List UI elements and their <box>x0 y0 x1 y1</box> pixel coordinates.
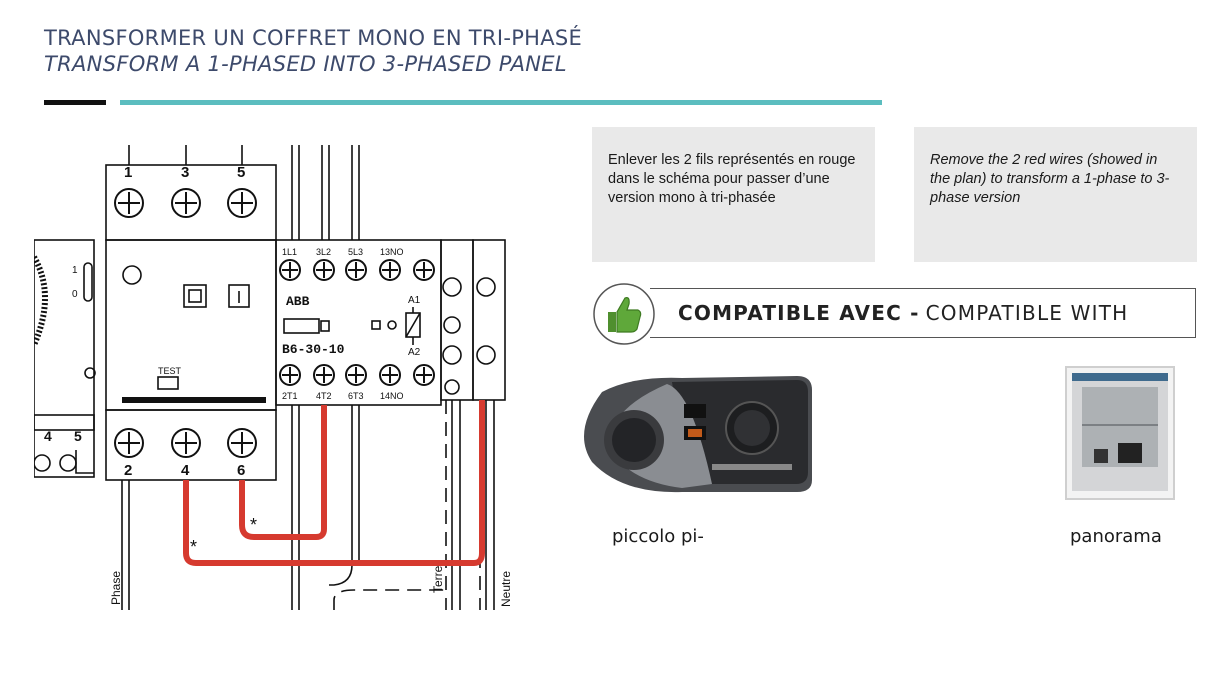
title-rule-teal <box>120 100 882 105</box>
compatible-label-fr: COMPATIBLE AVEC - <box>678 301 920 325</box>
contactor-label-2t1: 2T1 <box>282 391 298 401</box>
contactor-label-4t2: 4T2 <box>316 391 332 401</box>
wiring-diagram: 1 3 5 2 4 6 1L1 3L2 5L3 13NO 2T1 4T2 6T3… <box>34 145 513 610</box>
title-rule-dark <box>44 100 106 105</box>
relay-mark-4: 4 <box>44 428 52 444</box>
test-label: TEST <box>158 366 182 376</box>
page-title-en: TRANSFORM A 1-PHASED INTO 3-PHASED PANEL <box>44 52 567 76</box>
wire-label-neutre: Neutre <box>499 571 513 607</box>
asterisk-short-wire: * <box>250 515 257 535</box>
contactor-label-3l2: 3L2 <box>316 247 331 257</box>
product-name-panorama: panorama <box>1070 526 1162 547</box>
coil-a2-label: A2 <box>408 347 421 358</box>
contactor-label-1l1: 1L1 <box>282 247 297 257</box>
terminal-4: 4 <box>181 462 190 479</box>
terminal-3: 3 <box>181 164 189 181</box>
thumbs-up-icon <box>593 283 655 345</box>
coil-a1-label: A1 <box>408 295 421 306</box>
terminal-6: 6 <box>237 462 245 479</box>
contactor-label-13no: 13NO <box>380 247 404 257</box>
terminal-2: 2 <box>124 462 132 479</box>
product-name-piccolo: piccolo pi- <box>612 526 704 547</box>
product-image-piccolo <box>584 376 812 493</box>
wire-label-phase: Phase <box>109 571 123 605</box>
wire-label-terre: Terre <box>431 565 445 593</box>
compatible-banner: COMPATIBLE AVEC - COMPATIBLE WITH <box>650 288 1196 338</box>
contactor-label-14no: 14NO <box>380 391 404 401</box>
relay-mark-5: 5 <box>74 428 82 444</box>
page-title-fr: TRANSFORMER UN COFFRET MONO EN TRI-PHASÉ <box>44 26 583 50</box>
contactor-label-5l3: 5L3 <box>348 247 363 257</box>
timer-mark-1: 1 <box>72 265 78 276</box>
instruction-text-en: Remove the 2 red wires (showed in the pl… <box>930 152 1170 206</box>
brand-label: ABB <box>286 294 310 309</box>
contactor-label-6t3: 6T3 <box>348 391 364 401</box>
terminal-1: 1 <box>124 164 132 181</box>
instruction-text-fr: Enlever les 2 fils représentés en rouge … <box>608 152 856 206</box>
terminal-5: 5 <box>237 164 245 181</box>
instruction-box-fr: Enlever les 2 fils représentés en rouge … <box>592 127 875 262</box>
instruction-box-en: Remove the 2 red wires (showed in the pl… <box>914 127 1197 262</box>
timer-mark-0: 0 <box>72 289 78 300</box>
model-label: B6-30-10 <box>282 342 345 357</box>
asterisk-long-wire: * <box>190 537 197 557</box>
compatible-label-en: COMPATIBLE WITH <box>925 301 1129 325</box>
product-image-panorama <box>1065 366 1175 500</box>
